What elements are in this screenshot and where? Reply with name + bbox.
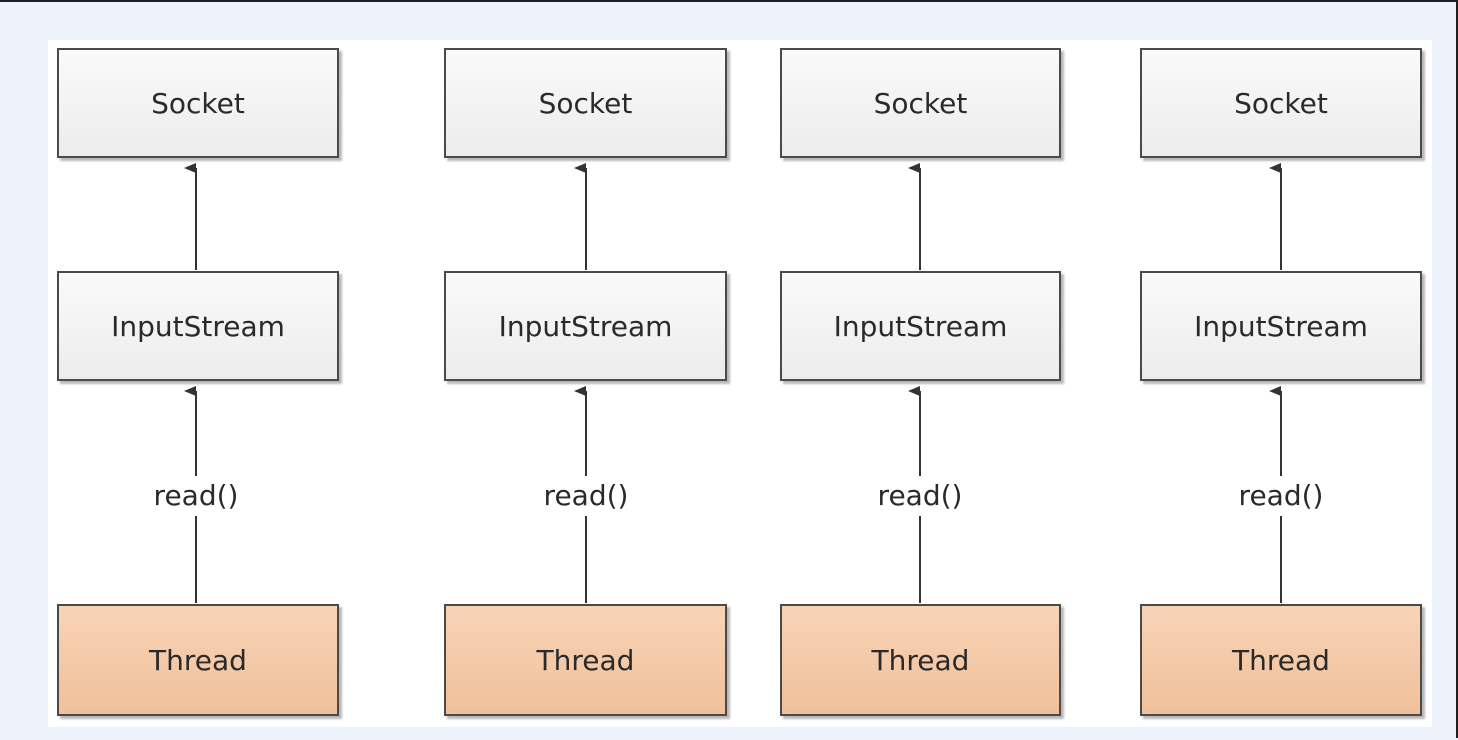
- thread-box[interactable]: Thread: [57, 604, 339, 716]
- read-call-label: read(): [136, 476, 256, 516]
- inputstream-box[interactable]: InputStream: [444, 271, 727, 381]
- read-call-label: read(): [526, 476, 646, 516]
- thread-box[interactable]: Thread: [444, 604, 727, 716]
- thread-box[interactable]: Thread: [780, 604, 1061, 716]
- inputstream-box[interactable]: InputStream: [57, 271, 339, 381]
- inputstream-box[interactable]: InputStream: [780, 271, 1061, 381]
- socket-box[interactable]: Socket: [1140, 48, 1422, 158]
- thread-box[interactable]: Thread: [1140, 604, 1422, 716]
- socket-box[interactable]: Socket: [444, 48, 727, 158]
- socket-box[interactable]: Socket: [57, 48, 339, 158]
- read-call-label: read(): [1221, 476, 1341, 516]
- inputstream-box[interactable]: InputStream: [1140, 271, 1422, 381]
- socket-box[interactable]: Socket: [780, 48, 1061, 158]
- read-call-label: read(): [860, 476, 980, 516]
